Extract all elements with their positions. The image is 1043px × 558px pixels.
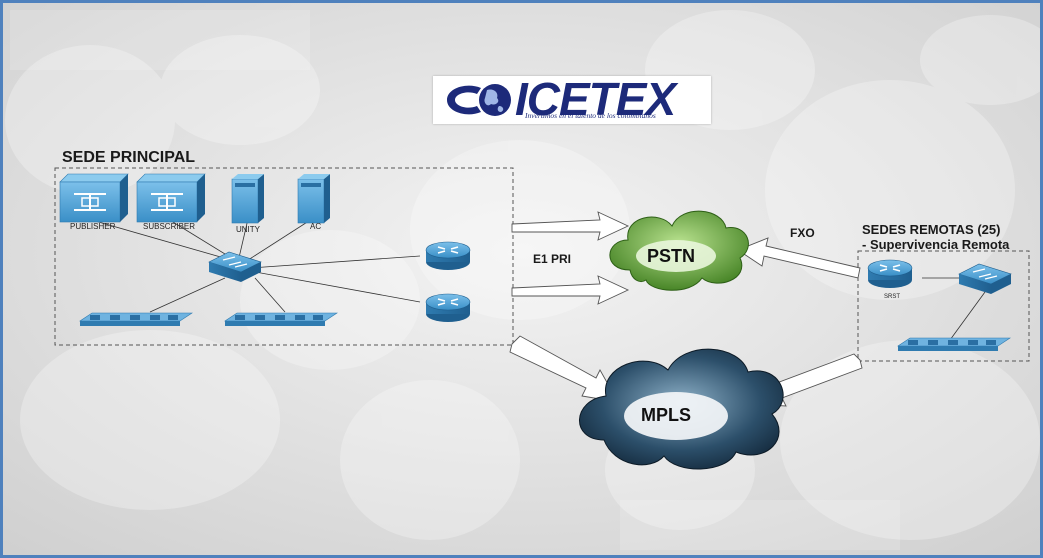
pstn-label: PSTN xyxy=(647,246,696,266)
remote-ip-phones-icon xyxy=(897,337,1011,352)
sede-principal-title: SEDE PRINCIPAL xyxy=(62,149,196,166)
sede-principal-box xyxy=(54,167,514,346)
srst-label: SRST xyxy=(884,294,901,300)
mpls-cloud-icon xyxy=(579,348,784,470)
srst-router-icon xyxy=(867,259,913,289)
publisher-server-icon xyxy=(59,173,129,223)
router-top-icon xyxy=(425,241,471,271)
ip-phones-left-icon xyxy=(79,312,193,327)
icetex-logo: ICETEX Invertimos en el talento de los c… xyxy=(433,76,711,124)
logo-tagline: Invertimos en el talento de los colombia… xyxy=(525,111,656,120)
ac-label: AC xyxy=(310,222,322,231)
unity-server-icon xyxy=(231,173,265,224)
sedes-remotas-box xyxy=(857,250,1030,362)
globe-logo-icon xyxy=(447,84,511,116)
mpls-label: MPLS xyxy=(641,405,692,425)
publisher-label: PUBLISHER xyxy=(70,222,116,231)
ip-phones-right-icon xyxy=(224,312,338,327)
subscriber-server-icon xyxy=(136,173,206,223)
e1-pri-label: E1 PRI xyxy=(533,252,572,266)
sedes-remotas-title: SEDES REMOTAS (25) xyxy=(862,222,1001,237)
pstn-cloud-icon xyxy=(609,210,749,291)
router-bottom-icon xyxy=(425,293,471,323)
sedes-remotas-subtitle: - Supervivencia Remota xyxy=(862,237,1010,252)
fxo-label: FXO xyxy=(790,226,815,240)
unity-label: UNITY xyxy=(236,225,260,234)
logo-wordmark: ICETEX xyxy=(515,73,676,125)
ac-server-icon xyxy=(297,173,331,224)
subscriber-label: SUBSCRIBER xyxy=(143,222,196,231)
